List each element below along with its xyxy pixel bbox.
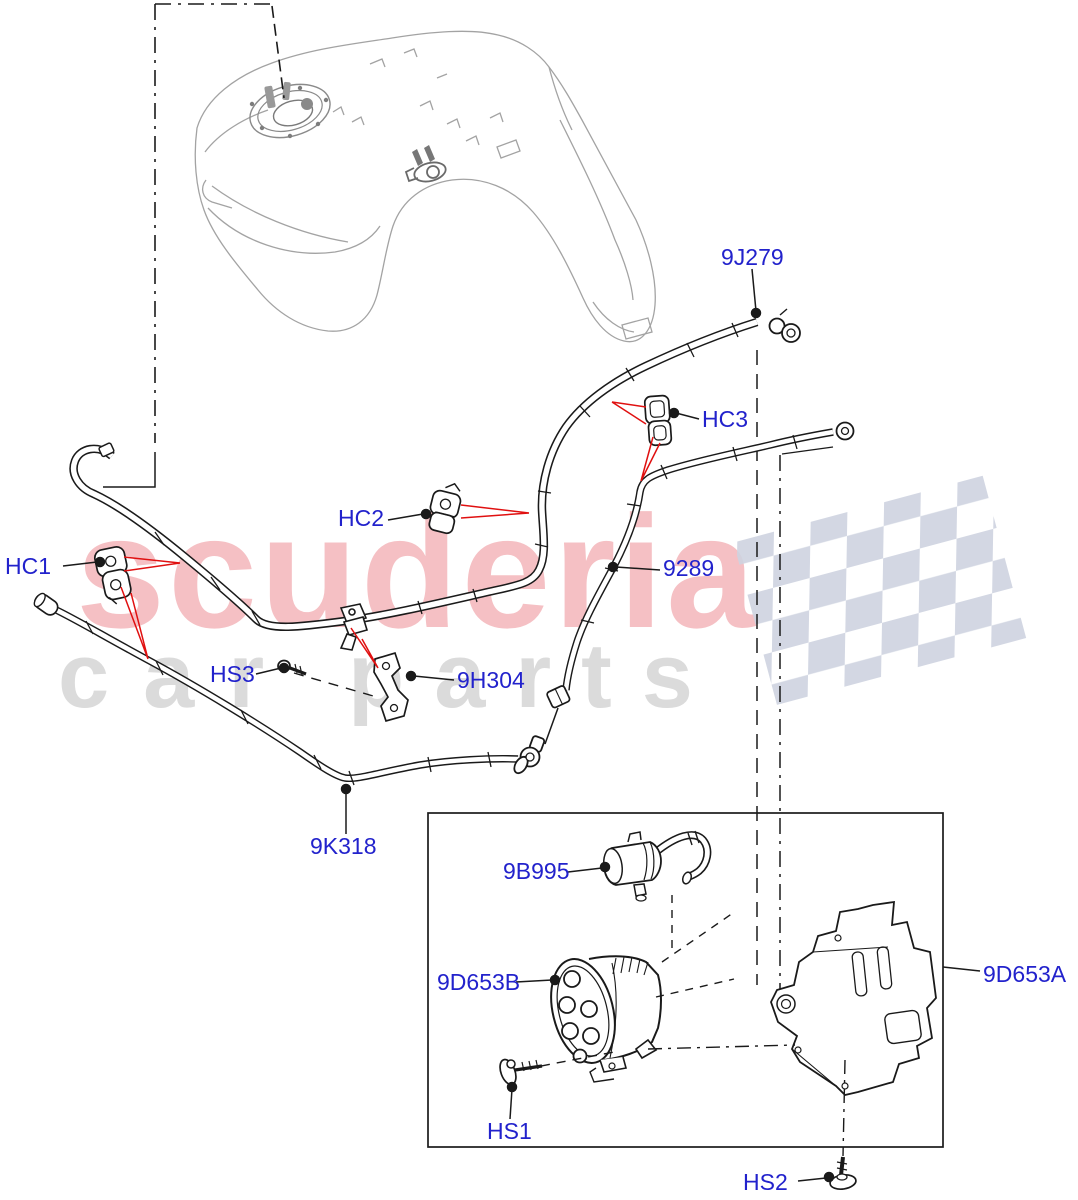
fuel-pump-flange-drawing: [249, 81, 331, 139]
clip-hc1: [93, 546, 132, 605]
clip-hc2: [428, 482, 462, 535]
watermark-brand: scuderia: [76, 482, 759, 661]
bracket-9d653a: [770, 900, 937, 1096]
screw-hs2: [829, 1156, 857, 1191]
part-label-hc2[interactable]: HC2: [338, 505, 385, 531]
reference-lines: [103, 3, 834, 995]
tank-valve-drawing: [404, 145, 447, 183]
label-leader-lines: [62, 268, 981, 1183]
part-label-hc1[interactable]: HC1: [5, 553, 52, 579]
canister-9d653b: [550, 955, 662, 1083]
assembly-detail-box: [427, 812, 944, 1148]
fuel-tank-drawing: [194, 30, 656, 343]
pipe-9289-connector: [835, 421, 855, 441]
clip-hc3: [643, 394, 673, 447]
part-label-9k318[interactable]: 9K318: [310, 833, 377, 859]
purge-valve-9b995: [603, 830, 712, 902]
pipe-9289: [544, 421, 855, 745]
alignment-lines: [293, 672, 846, 1157]
red-callout-lines: [120, 401, 661, 669]
part-label-9d653b[interactable]: 9D653B: [437, 969, 521, 995]
bracket-9h304: [373, 651, 409, 723]
checkered-flag-watermark: [698, 438, 1048, 743]
pipe-clamp: [339, 603, 369, 651]
pipe-9j279-connector: [768, 308, 801, 343]
part-label-9h304[interactable]: 9H304: [457, 667, 525, 693]
part-label-9j279[interactable]: 9J279: [721, 244, 784, 270]
part-label-hs1[interactable]: HS1: [487, 1118, 532, 1144]
part-label-9d653a[interactable]: 9D653A: [983, 961, 1067, 987]
part-label-hs3[interactable]: HS3: [210, 661, 255, 687]
pipe-9k318: [33, 592, 519, 786]
part-label-9b995[interactable]: 9B995: [503, 858, 570, 884]
screw-hs1: [499, 1058, 543, 1086]
part-label-9289[interactable]: 9289: [663, 555, 715, 581]
elbow-fitting: [513, 735, 546, 775]
pipe-9j279: [69, 308, 801, 651]
part-label-hc3[interactable]: HC3: [702, 406, 749, 432]
part-label-hs2[interactable]: HS2: [743, 1169, 788, 1195]
